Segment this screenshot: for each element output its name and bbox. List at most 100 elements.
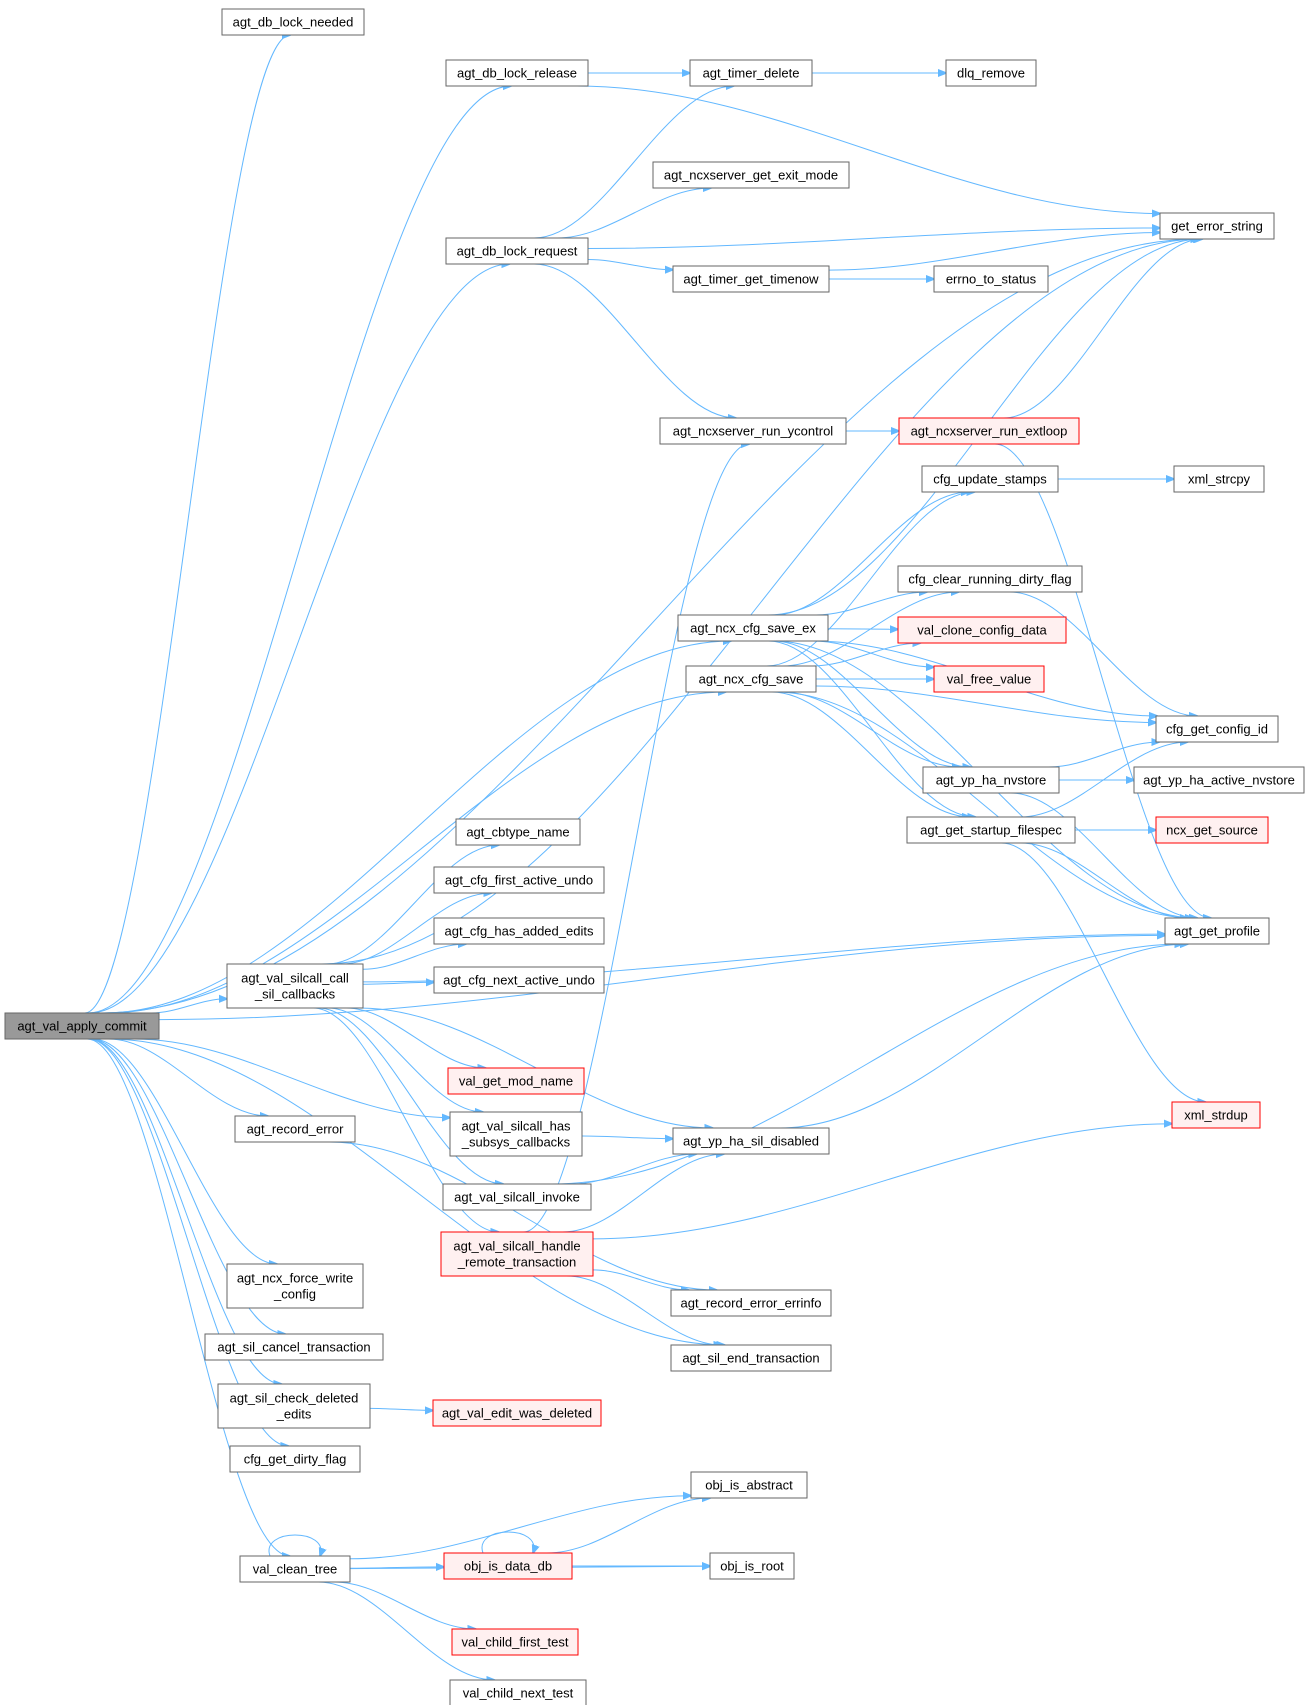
node-val_clean_tree[interactable]: val_clean_tree: [239, 1555, 351, 1583]
edge-obj_is_data_db-to-obj_is_data_db: [481, 1531, 534, 1553]
edge-agt_val_silcall_invoke-to-agt_yp_ha_sil_disabled: [571, 1154, 696, 1185]
node-val_free_value[interactable]: val_free_value: [933, 665, 1045, 693]
node-ncx_get_source[interactable]: ncx_get_source: [1155, 816, 1269, 844]
node-box: [451, 1628, 579, 1656]
node-agt_get_profile[interactable]: agt_get_profile: [1164, 917, 1270, 945]
node-label: agt_val_silcall_has: [461, 1119, 571, 1134]
node-agt_sil_cancel_transaction[interactable]: agt_sil_cancel_transaction: [204, 1333, 384, 1361]
node-label: agt_cfg_has_added_edits: [445, 924, 594, 939]
edge-line: [108, 1038, 268, 1116]
node-label: agt_ncx_cfg_save: [699, 672, 804, 687]
node-agt_ncx_cfg_save_ex[interactable]: agt_ncx_cfg_save_ex: [677, 614, 829, 642]
edge-line: [89, 264, 509, 1014]
node-agt_db_lock_release[interactable]: agt_db_lock_release: [445, 59, 589, 87]
edge-agt_ncx_cfg_save-to-agt_get_startup_filespec: [771, 691, 971, 817]
node-box: [239, 1555, 351, 1583]
node-agt_db_lock_needed[interactable]: agt_db_lock_needed: [221, 8, 365, 36]
node-agt_get_startup_filespec[interactable]: agt_get_startup_filespec: [906, 816, 1076, 844]
node-box: [217, 1383, 371, 1429]
edge-line: [1020, 742, 1188, 818]
edge-agt_db_lock_request-to-get_error_string: [587, 228, 1160, 249]
edge-line: [587, 228, 1160, 249]
node-label: agt_yp_ha_nvstore: [936, 773, 1047, 788]
node-agt_timer_get_timenow[interactable]: agt_timer_get_timenow: [672, 265, 830, 293]
edge-line: [551, 944, 1183, 1185]
edge-agt_val_apply_commit-to-agt_ncx_cfg_save_ex: [103, 641, 731, 1014]
node-agt_sil_check_deleted_edits[interactable]: agt_sil_check_deleted_edits: [217, 1383, 371, 1429]
node-get_error_string[interactable]: get_error_string: [1159, 212, 1275, 240]
edge-line: [89, 1038, 281, 1384]
edge-line: [134, 1038, 450, 1118]
node-label: agt_yp_ha_sil_disabled: [683, 1134, 819, 1149]
node-agt_ncxserver_run_ycontrol[interactable]: agt_ncxserver_run_ycontrol: [659, 417, 847, 445]
edge-agt_ncx_cfg_save_ex-to-cfg_clear_running_dirty_flag: [815, 592, 927, 616]
node-label: _edits: [276, 1407, 312, 1422]
nodes-layer: agt_val_apply_commit agt_db_lock_neededag…: [4, 8, 1305, 1705]
node-agt_val_edit_was_deleted[interactable]: agt_val_edit_was_deleted: [432, 1399, 602, 1427]
node-agt_ncx_force_write_config[interactable]: agt_ncx_force_write_config: [226, 1263, 364, 1309]
edge-agt_val_silcall_invoke-to-agt_get_profile: [551, 944, 1183, 1185]
node-obj_is_data_db[interactable]: obj_is_data_db: [443, 1552, 573, 1580]
node-xml_strcpy[interactable]: xml_strcpy: [1173, 465, 1265, 493]
edge-agt_ncx_cfg_save_ex-to-val_clone_config_data: [827, 629, 898, 630]
node-dlq_remove[interactable]: dlq_remove: [945, 59, 1037, 87]
node-agt_cfg_has_added_edits[interactable]: agt_cfg_has_added_edits: [433, 917, 605, 945]
node-box: [445, 237, 589, 265]
node-agt_db_lock_request[interactable]: agt_db_lock_request: [445, 237, 589, 265]
node-obj_is_root[interactable]: obj_is_root: [709, 1552, 795, 1580]
node-label: agt_yp_ha_active_nvstore: [1143, 773, 1295, 788]
node-label: cfg_get_dirty_flag: [244, 1452, 347, 1467]
node-agt_ncx_cfg_save[interactable]: agt_ncx_cfg_save: [685, 665, 817, 693]
edge-agt_val_silcall_call_sil_callbacks-to-agt_val_silcall_invoke: [318, 1007, 503, 1184]
node-label: agt_sil_cancel_transaction: [217, 1340, 370, 1355]
node-agt_yp_ha_nvstore[interactable]: agt_yp_ha_nvstore: [922, 766, 1060, 794]
edge-line: [815, 592, 927, 616]
node-cfg_get_dirty_flag[interactable]: cfg_get_dirty_flag: [229, 1445, 361, 1473]
node-agt_val_silcall_call_sil_callbacks[interactable]: agt_val_silcall_call_sil_callbacks: [226, 963, 364, 1009]
node-agt_cbtype_name[interactable]: agt_cbtype_name: [455, 818, 581, 846]
node-xml_strdup[interactable]: xml_strdup: [1171, 1101, 1261, 1129]
edge-line: [556, 188, 711, 239]
node-box: [455, 818, 581, 846]
node-label: agt_val_apply_commit: [17, 1019, 147, 1034]
node-agt_sil_end_transaction[interactable]: agt_sil_end_transaction: [670, 1344, 832, 1372]
node-box: [433, 866, 605, 894]
node-val_clone_config_data[interactable]: val_clone_config_data: [897, 616, 1067, 644]
node-agt_yp_ha_active_nvstore[interactable]: agt_yp_ha_active_nvstore: [1133, 766, 1305, 794]
node-label: agt_cfg_first_active_undo: [445, 873, 593, 888]
node-cfg_update_stamps[interactable]: cfg_update_stamps: [921, 465, 1059, 493]
node-box: [1155, 816, 1269, 844]
node-agt_record_error_errinfo[interactable]: agt_record_error_errinfo: [670, 1289, 832, 1317]
edge-cfg_clear_running_dirty_flag-to-cfg_get_config_id: [1009, 591, 1198, 716]
node-val_child_first_test[interactable]: val_child_first_test: [451, 1628, 579, 1656]
node-cfg_clear_running_dirty_flag[interactable]: cfg_clear_running_dirty_flag: [897, 565, 1083, 593]
node-agt_cfg_first_active_undo[interactable]: agt_cfg_first_active_undo: [433, 866, 605, 894]
node-label: agt_ncx_force_write: [237, 1271, 353, 1286]
node-val_get_mod_name[interactable]: val_get_mod_name: [447, 1067, 585, 1095]
node-label: agt_val_silcall_invoke: [454, 1190, 580, 1205]
edge-line: [321, 239, 1201, 965]
node-val_child_next_test[interactable]: val_child_next_test: [449, 1679, 587, 1705]
edge-line: [562, 1154, 725, 1233]
node-agt_record_error[interactable]: agt_record_error: [234, 1115, 356, 1143]
node-agt_cfg_next_active_undo[interactable]: agt_cfg_next_active_undo: [433, 966, 605, 994]
edge-line: [592, 1124, 1172, 1240]
node-agt_ncxserver_run_extloop[interactable]: agt_ncxserver_run_extloop: [898, 417, 1080, 445]
node-cfg_get_config_id[interactable]: cfg_get_config_id: [1155, 715, 1279, 743]
node-agt_val_silcall_handle_remote_transaction[interactable]: agt_val_silcall_handle_remote_transactio…: [440, 1231, 594, 1277]
edge-line: [587, 259, 673, 270]
node-obj_is_abstract[interactable]: obj_is_abstract: [690, 1471, 808, 1499]
node-box: [433, 966, 605, 994]
node-box: [440, 1231, 594, 1277]
node-label: val_child_first_test: [462, 1635, 569, 1650]
node-agt_ncxserver_get_exit_mode[interactable]: agt_ncxserver_get_exit_mode: [652, 161, 850, 189]
node-agt_timer_delete[interactable]: agt_timer_delete: [689, 59, 813, 87]
edge-line: [774, 691, 1193, 918]
node-agt_val_silcall_has_subsys_callbacks[interactable]: agt_val_silcall_has_subsys_callbacks: [449, 1111, 583, 1157]
node-errno_to_status[interactable]: errno_to_status: [933, 265, 1049, 293]
node-agt_val_apply_commit[interactable]: agt_val_apply_commit: [4, 1012, 160, 1040]
node-agt_yp_ha_sil_disabled[interactable]: agt_yp_ha_sil_disabled: [672, 1127, 830, 1155]
node-box: [689, 59, 813, 87]
node-box: [1133, 766, 1305, 794]
node-agt_val_silcall_invoke[interactable]: agt_val_silcall_invoke: [442, 1183, 592, 1211]
